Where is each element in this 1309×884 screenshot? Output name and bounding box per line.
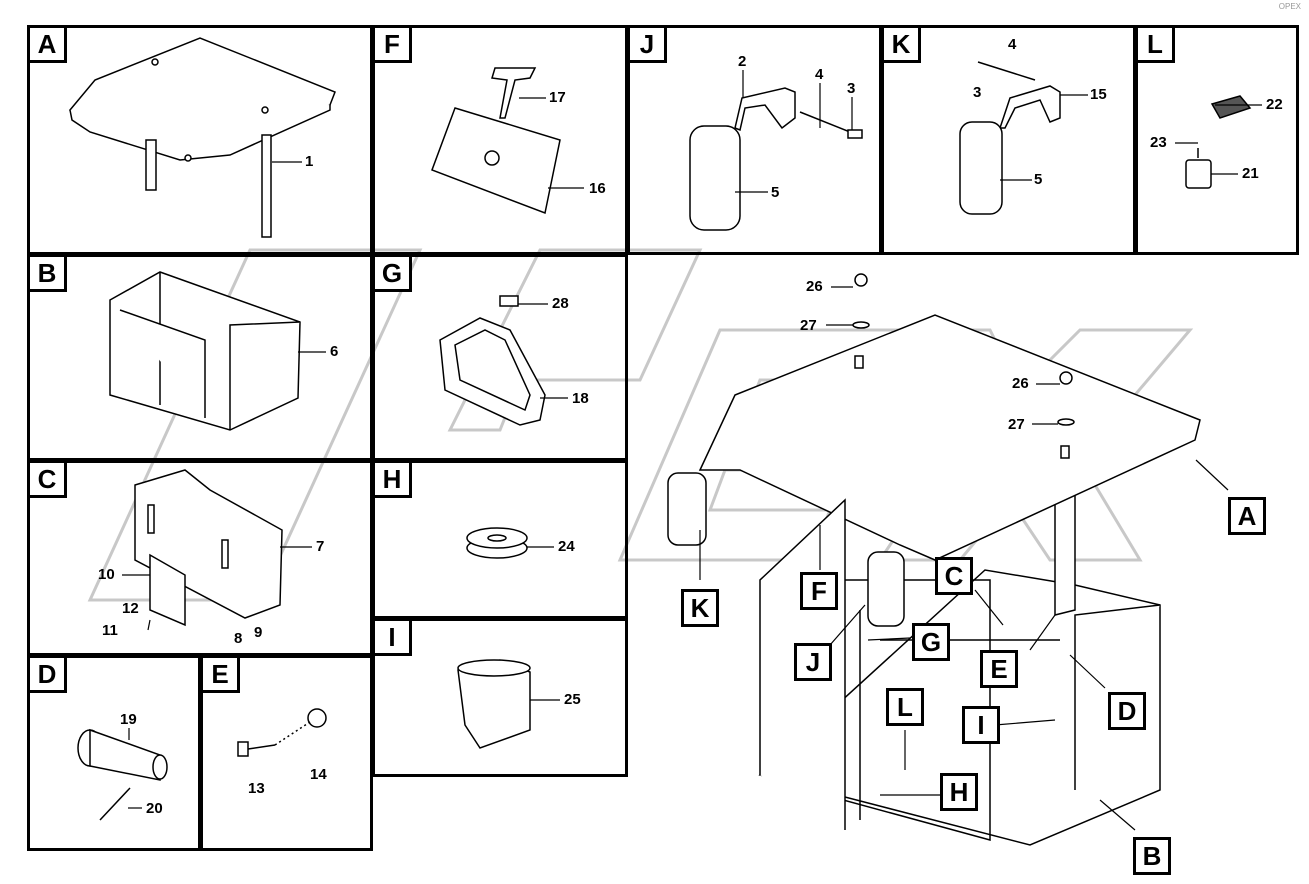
callout-j: J	[794, 643, 832, 681]
part-number: 27	[800, 317, 817, 334]
callout-c: C	[935, 557, 973, 595]
part-number: 18	[572, 390, 589, 407]
panel-d: D	[27, 655, 201, 851]
pocket-part	[457, 659, 531, 749]
part-number: 6	[330, 343, 339, 360]
gasket-part	[439, 295, 546, 426]
part-number: 3	[847, 80, 856, 97]
part-number: 28	[552, 295, 569, 312]
callout-k: K	[681, 589, 719, 627]
part-number: 14	[310, 766, 327, 783]
callout-l: L	[886, 688, 924, 726]
callout-d: D	[1108, 692, 1146, 730]
panel-k: K	[881, 25, 1136, 255]
part-number: 12	[122, 600, 139, 617]
part-number: 23	[1150, 134, 1167, 151]
bolt-part	[237, 708, 327, 757]
part-number: 20	[146, 800, 163, 817]
pin-part	[77, 728, 168, 821]
part-number: 10	[98, 566, 115, 583]
part-number: 19	[120, 711, 137, 728]
callout-i: I	[962, 706, 1000, 744]
callout-f: F	[800, 572, 838, 610]
panel-e: E	[200, 655, 373, 851]
part-number: 4	[1008, 36, 1017, 53]
panel-label: C	[27, 460, 67, 498]
callout-b: B	[1133, 837, 1171, 875]
mirror-part-j	[689, 87, 863, 231]
part-number: 7	[316, 538, 325, 555]
panel-g: G	[372, 254, 628, 461]
panel-label: F	[372, 25, 412, 63]
panel-label: I	[372, 618, 412, 656]
panel-f: F	[372, 25, 628, 255]
part-number: 16	[589, 180, 606, 197]
washer-part	[466, 527, 528, 559]
mirror-part-f	[431, 67, 561, 215]
part-number: 21	[1242, 165, 1259, 182]
canopy-part	[68, 37, 336, 238]
part-number: 4	[815, 66, 824, 83]
cab-frame-part	[109, 271, 301, 431]
callout-g: G	[912, 623, 950, 661]
part-number: 11	[102, 622, 118, 639]
part-number: 8	[234, 630, 243, 647]
panel-label: G	[372, 254, 412, 292]
panel-label: D	[27, 655, 67, 693]
panel-l: L	[1135, 25, 1299, 255]
corner-watermark: OPEX	[1278, 2, 1301, 11]
part-number: 5	[771, 184, 780, 201]
callout-e: E	[980, 650, 1018, 688]
part-number: 26	[806, 278, 823, 295]
part-number: 24	[558, 538, 575, 555]
panel-a: A	[27, 25, 373, 255]
panel-b: B	[27, 254, 373, 461]
panel-label: L	[1135, 25, 1175, 63]
part-number: 3	[973, 84, 982, 101]
panel-label: K	[881, 25, 921, 63]
panel-label: J	[627, 25, 667, 63]
part-number: 13	[248, 780, 265, 797]
panel-j: J	[627, 25, 882, 255]
leader-lines	[122, 70, 1262, 831]
part-number: 15	[1090, 86, 1107, 103]
part-number: 26	[1012, 375, 1029, 392]
callout-h: H	[940, 773, 978, 811]
panel-label: B	[27, 254, 67, 292]
panel-label: E	[200, 655, 240, 693]
panel-label: H	[372, 460, 412, 498]
callout-a: A	[1228, 497, 1266, 535]
switch-part-l	[1185, 95, 1252, 189]
part-number: 17	[549, 89, 566, 106]
side-panel-part	[134, 469, 283, 627]
panel-i: I	[372, 618, 628, 777]
mirror-part-k	[959, 61, 1061, 215]
panel-c: C	[27, 460, 373, 656]
part-number: 2	[738, 53, 747, 70]
part-number: 5	[1034, 171, 1043, 188]
part-number: 25	[564, 691, 581, 708]
panel-h: H	[372, 460, 628, 619]
panel-label: A	[27, 25, 67, 63]
part-number: 1	[305, 153, 314, 170]
part-number: 27	[1008, 416, 1025, 433]
part-number: 9	[254, 624, 263, 641]
part-number: 22	[1266, 96, 1283, 113]
